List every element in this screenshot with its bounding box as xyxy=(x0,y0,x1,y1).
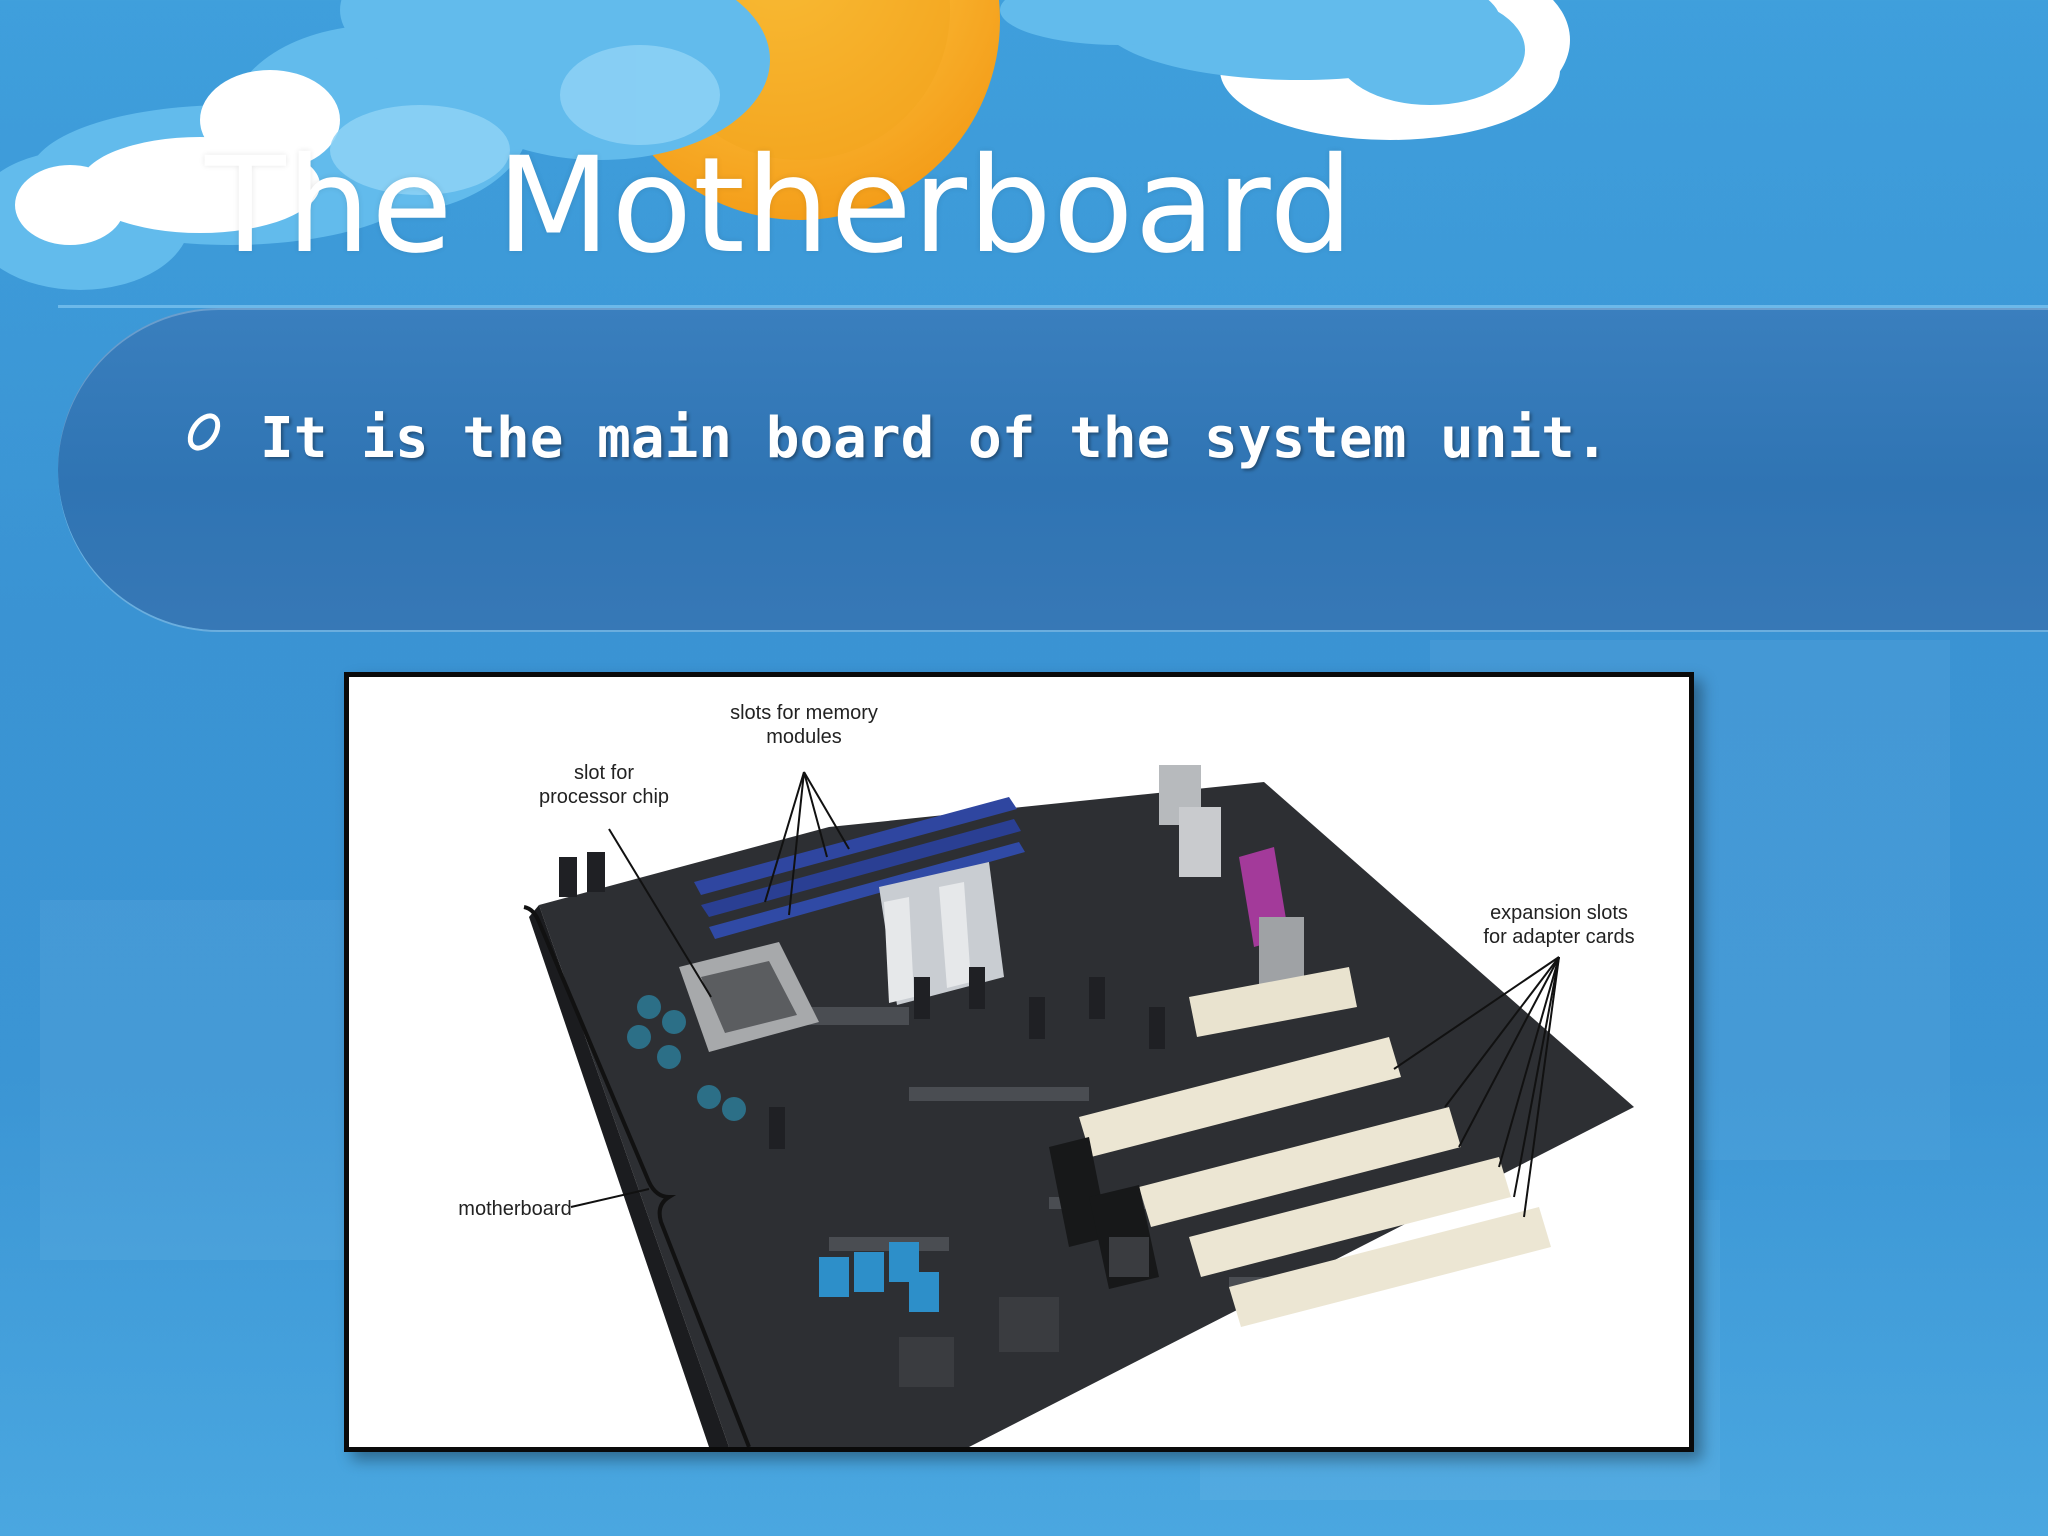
processor-socket xyxy=(679,942,819,1052)
bullet-text: It is the main board of the system unit. xyxy=(260,406,1609,471)
expansion-slots xyxy=(1079,1037,1551,1327)
motherboard-board xyxy=(539,782,1634,1447)
label-processor-line2: processor chip xyxy=(539,786,669,808)
motherboard-bracket xyxy=(523,905,751,1447)
label-expansion-line1: expansion slots xyxy=(1490,902,1628,924)
label-memory-slots-line1: slots for memory xyxy=(730,702,878,724)
annotation-arrows xyxy=(570,771,1560,1218)
motherboard-photo: slots for memory modules slot for proces… xyxy=(344,672,1694,1452)
label-motherboard: motherboard xyxy=(458,1198,571,1220)
label-memory-slots-line2: modules xyxy=(766,726,842,748)
oval-bullet-icon xyxy=(187,413,221,451)
sun-and-clouds-decoration xyxy=(0,0,2048,308)
label-processor-line1: slot for xyxy=(574,762,634,784)
content-band xyxy=(58,308,2048,630)
label-expansion-line2: for adapter cards xyxy=(1483,926,1634,948)
slide-title: The Motherboard xyxy=(205,129,1355,283)
